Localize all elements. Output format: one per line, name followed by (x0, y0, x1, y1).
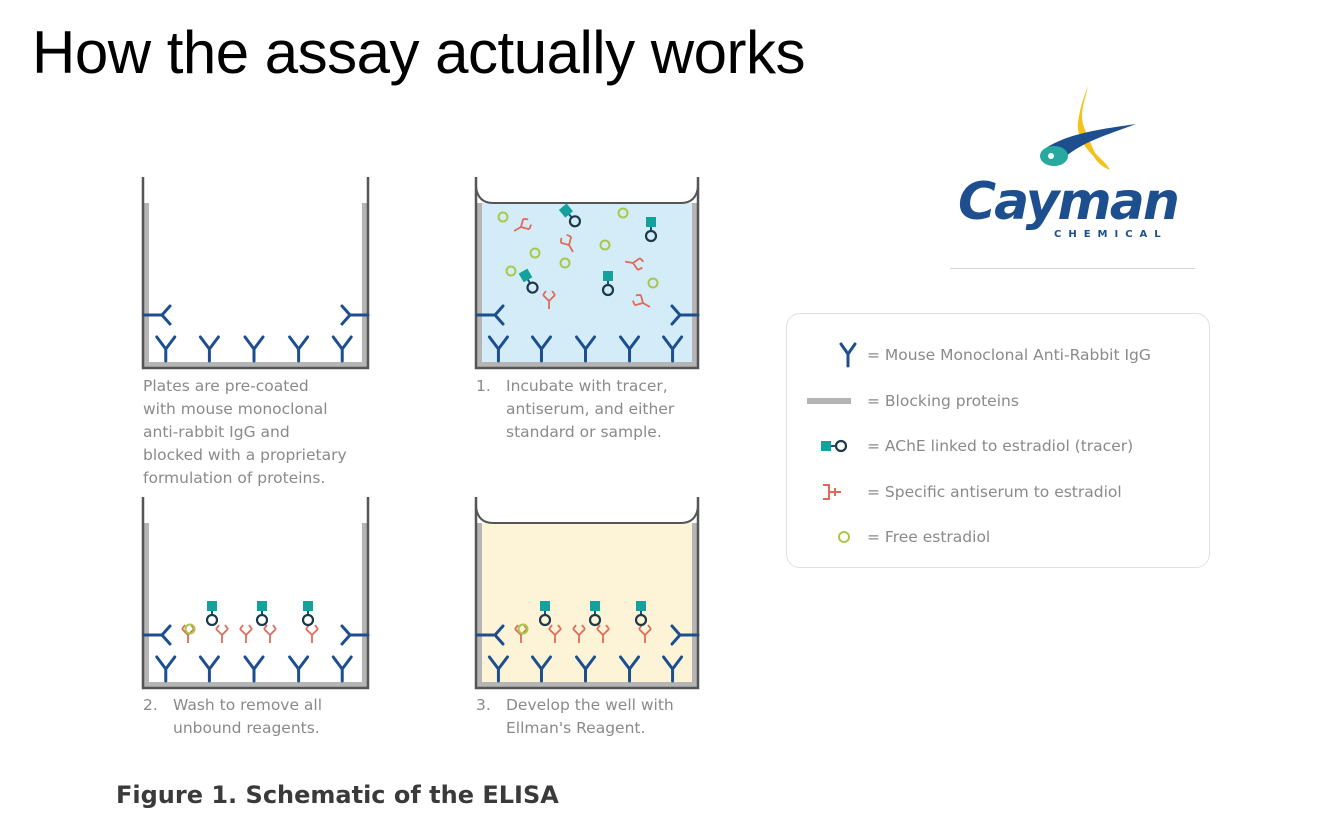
antibody-y-icon (331, 655, 353, 683)
antiserum-icon (513, 217, 532, 232)
logo-wordmark: Cayman (958, 172, 1180, 232)
antibody-y-icon (155, 655, 177, 683)
antibody-y-icon (331, 335, 353, 363)
antibody-y-icon (142, 304, 172, 326)
antiserum-icon (181, 624, 195, 643)
figure-caption: Figure 1. Schematic of the ELISA (116, 781, 559, 809)
well-wash (141, 497, 370, 690)
cayman-logo (1040, 86, 1136, 170)
legend-box: = Mouse Monoclonal Anti-Rabbit IgG = Blo… (786, 313, 1210, 568)
slide-title: How the assay actually works (32, 19, 805, 86)
antibody-y-icon (243, 655, 265, 683)
antibody-row (142, 304, 370, 363)
antiserum-icon (305, 624, 319, 643)
antibody-y-icon (670, 624, 700, 646)
estradiol-circle-icon (517, 623, 529, 635)
antiserum-icon (239, 624, 253, 643)
antibody-y-icon (155, 335, 177, 363)
well-caption-1: 1.Incubate with tracer, antiserum, and e… (476, 377, 675, 441)
estradiol-circle-icon (505, 265, 517, 277)
estradiol-circle-icon (617, 207, 629, 219)
legend-item: = Mouse Monoclonal Anti-Rabbit IgG (787, 342, 1151, 368)
antibody-y-icon (198, 335, 220, 363)
antiserum-icon (823, 484, 841, 500)
antibody-y-icon (475, 304, 505, 326)
antibody-y-icon (288, 655, 310, 683)
free-reagents (497, 203, 659, 309)
tracer-icon (558, 203, 582, 228)
antiserum-icon (542, 290, 556, 309)
tracer-icon (301, 601, 315, 627)
estradiol-circle-icon (559, 257, 571, 269)
antiserum-icon (624, 257, 645, 271)
antiserum-icon (638, 624, 652, 643)
tracer-icon (538, 601, 552, 627)
tracer-icon (634, 601, 648, 627)
tracer-icon (601, 271, 615, 297)
antiserum-icon (632, 293, 651, 308)
antiserum-icon (215, 624, 229, 643)
antibody-y-icon (340, 304, 370, 326)
antibody-y-icon (662, 335, 684, 363)
antiserum-icon (514, 624, 528, 643)
blocking-bar-icon (807, 398, 851, 404)
well-develop (474, 497, 700, 690)
antibody-y-icon (142, 624, 172, 646)
tracer-icon (644, 217, 658, 243)
estradiol-circle-icon (529, 247, 541, 259)
divider (950, 268, 1195, 269)
antiserum-icon (559, 234, 574, 253)
antibody-y-icon (619, 655, 641, 683)
well-caption-3: 3.Develop the well with Ellman's Reagent… (476, 696, 674, 737)
antibody-y-icon (487, 655, 509, 683)
tracer-icon (518, 268, 539, 294)
tracer-icon (255, 601, 269, 627)
legend-item: = Free estradiol (787, 524, 990, 550)
antibody-row (475, 304, 700, 363)
antibody-y-icon (670, 304, 700, 326)
estradiol-circle-icon (497, 211, 509, 223)
antibody-y-icon (662, 655, 684, 683)
antiserum-icon (263, 624, 277, 643)
antibody-y-icon (475, 624, 505, 646)
legend-item: = Blocking proteins (787, 388, 1019, 414)
well-incubation (474, 177, 700, 370)
antibody-y-icon (530, 655, 552, 683)
well-precoated (141, 177, 370, 370)
antibody-y-icon (340, 624, 370, 646)
tracer-icon (588, 601, 602, 627)
antibody-y-icon (243, 335, 265, 363)
tracer-icon (205, 601, 219, 627)
antiserum-icon (572, 624, 586, 643)
bound-complex (475, 601, 700, 683)
well-caption-2: 2.Wash to remove all unbound reagents. (143, 696, 323, 737)
antibody-y-icon (198, 655, 220, 683)
estradiol-circle-icon (599, 239, 611, 251)
antibody-y-icon (839, 342, 857, 368)
legend-item: = AChE linked to estradiol (tracer) (787, 433, 1133, 459)
legend-item: = Specific antiserum to estradiol (787, 479, 1122, 505)
antiserum-icon (596, 624, 610, 643)
antibody-y-icon (530, 335, 552, 363)
logo-subtitle: CHEMICAL (1054, 229, 1168, 240)
bound-complex (142, 601, 370, 683)
antibody-y-icon (288, 335, 310, 363)
antibody-y-icon (575, 655, 596, 683)
estradiol-circle-icon (838, 531, 850, 543)
estradiol-circle-icon (184, 623, 196, 635)
estradiol-circle-icon (647, 277, 659, 289)
antibody-y-icon (575, 335, 596, 363)
antiserum-icon (548, 624, 562, 643)
antibody-y-icon (619, 335, 641, 363)
antibody-y-icon (487, 335, 509, 363)
tracer-icon (821, 439, 848, 453)
